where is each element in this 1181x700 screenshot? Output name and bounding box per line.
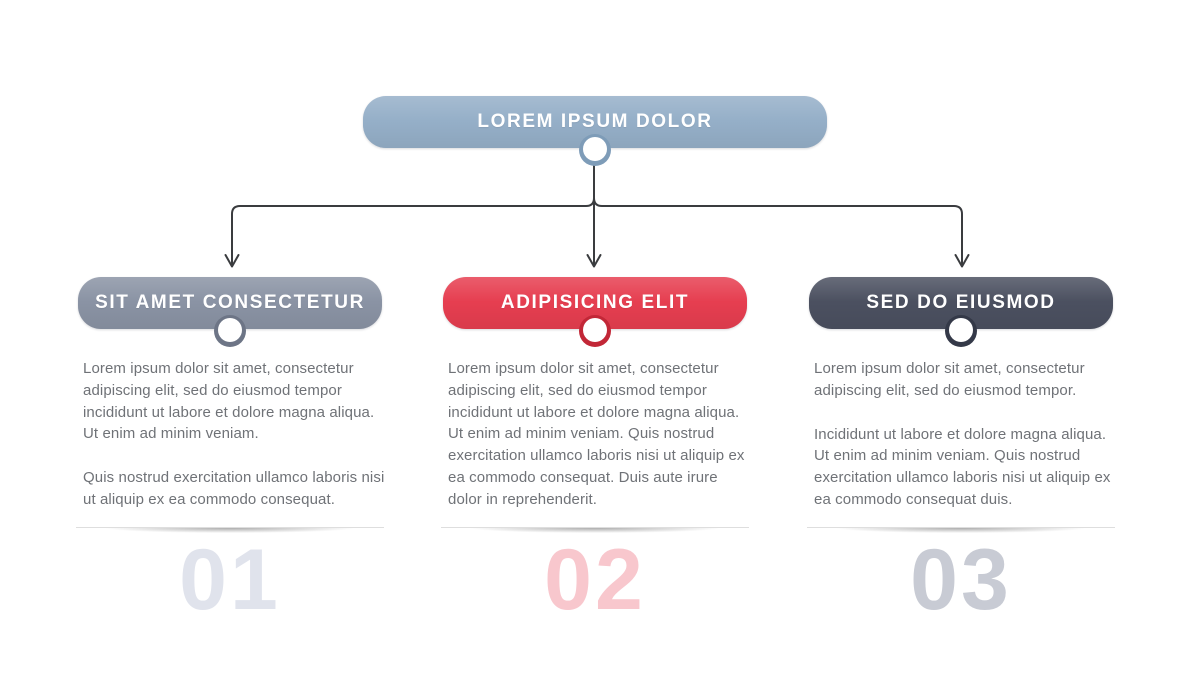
step-2-column: ADIPISICING ELIT Lorem ipsum dolor sit a… (441, 277, 749, 677)
branch-left-line (231, 162, 595, 266)
arrowhead-left (224, 254, 240, 268)
step-3-divider (807, 527, 1115, 537)
step-1-divider (76, 527, 384, 537)
root-node-label: LOREM IPSUM DOLOR (477, 111, 713, 132)
arrowhead-right (954, 254, 970, 268)
step-3-node: SED DO EIUSMOD (809, 277, 1113, 347)
step-2-body: Lorem ipsum dolor sit amet, consectetur … (448, 358, 755, 511)
step-3-number: 03 (910, 532, 1012, 628)
step-1-column: SIT AMET CONSECTETUR Lorem ipsum dolor s… (76, 277, 384, 677)
step-2-paragraph: Lorem ipsum dolor sit amet, consectetur … (448, 360, 745, 508)
step-3-column: SED DO EIUSMOD Lorem ipsum dolor sit ame… (807, 277, 1115, 677)
step-3-paragraph: Lorem ipsum dolor sit amet, consectetur … (814, 360, 1085, 399)
step-3-body: Lorem ipsum dolor sit amet, consectetur … (814, 358, 1121, 511)
step-1-node: SIT AMET CONSECTETUR (78, 277, 382, 347)
step-3-label: SED DO EIUSMOD (866, 292, 1056, 313)
step-2-label: ADIPISICING ELIT (500, 292, 690, 313)
root-node: LOREM IPSUM DOLOR (363, 96, 827, 166)
root-connector-dot (579, 134, 611, 166)
step-1-body: Lorem ipsum dolor sit amet, consectetur … (83, 358, 390, 511)
step-1-paragraph: Quis nostrud exercitation ullamco labori… (83, 469, 385, 508)
step-2-connector-dot (579, 315, 611, 347)
step-2-number: 02 (544, 532, 646, 628)
step-1-connector-dot (214, 315, 246, 347)
step-1-number: 01 (179, 532, 281, 628)
arrowhead-middle (586, 254, 602, 268)
step-1-label: SIT AMET CONSECTETUR (95, 292, 365, 313)
connector-paths (224, 162, 970, 268)
step-3-connector-dot (945, 315, 977, 347)
step-2-node: ADIPISICING ELIT (443, 277, 747, 347)
step-2-divider (441, 527, 749, 537)
step-1-paragraph: Lorem ipsum dolor sit amet, consectetur … (83, 360, 375, 443)
step-3-paragraph: Incididunt ut labore et dolore magna ali… (814, 425, 1111, 508)
branch-right-line (593, 162, 963, 266)
